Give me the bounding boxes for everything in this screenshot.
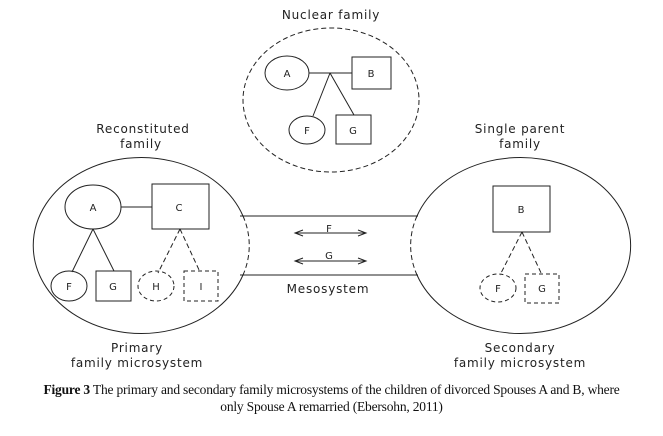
figure-label: Figure 3 <box>43 382 90 397</box>
primary-node-h-label: H <box>152 282 160 293</box>
secondary-node-f-label: F <box>495 284 501 295</box>
secondary-child-line-f <box>499 231 523 276</box>
secondary-node-b-label: B <box>518 205 525 216</box>
mesosystem-label: Mesosystem <box>287 282 370 296</box>
figure-caption: Figure 3 The primary and secondary famil… <box>0 381 663 415</box>
primary-microsystem-boundary <box>32 157 244 334</box>
primary-node-i <box>183 270 219 302</box>
primary-child-line-g <box>92 228 115 272</box>
secondary-title-line2: family <box>499 137 541 151</box>
primary-node-h <box>137 270 175 302</box>
primary-footer-line1: Primary <box>111 341 163 355</box>
primary-node-g <box>95 270 132 302</box>
primary-node-g-label: G <box>109 282 117 293</box>
primary-microsystem-permeable-edge <box>242 215 250 276</box>
secondary-node-f <box>479 273 517 303</box>
primary-node-c-label: C <box>176 203 183 214</box>
nuclear-node-f <box>288 115 326 145</box>
mesosystem-arrow-g <box>293 257 368 265</box>
mesosystem-arrow-g-label: G <box>325 251 333 262</box>
nuclear-node-f-label: F <box>304 126 310 137</box>
secondary-title-line1: Single parent <box>475 122 565 136</box>
primary-title-line1: Reconstituted <box>96 122 189 136</box>
secondary-node-g <box>524 273 560 304</box>
family-microsystems-diagram: Nuclear family A B F G F G Mesosystem Re… <box>32 8 632 370</box>
nuclear-child-line-g <box>329 72 355 116</box>
caption-line-1: Figure 3 The primary and secondary famil… <box>0 381 663 398</box>
nuclear-node-g <box>335 114 372 145</box>
primary-child-line-f <box>71 228 94 273</box>
caption-text-1: The primary and secondary family microsy… <box>89 382 620 397</box>
secondary-footer-line2: family microsystem <box>454 356 586 370</box>
nuclear-node-a-label: A <box>284 69 291 80</box>
nuclear-family-boundary <box>242 27 420 173</box>
secondary-footer-line1: Secondary <box>485 341 556 355</box>
primary-footer-line2: family microsystem <box>71 356 203 370</box>
secondary-microsystem-boundary <box>416 157 632 334</box>
primary-title-line2: family <box>120 137 162 151</box>
primary-node-i-label: I <box>200 282 203 293</box>
mesosystem-arrow-f-label: F <box>326 224 332 235</box>
primary-stepchild-line-i <box>179 228 201 273</box>
nuclear-node-b-label: B <box>368 69 375 80</box>
primary-node-f-label: F <box>66 282 72 293</box>
primary-node-f <box>50 270 88 302</box>
primary-stepchild-line-h <box>157 228 181 274</box>
mesosystem-arrow-f <box>293 229 368 237</box>
primary-node-a-label: A <box>90 203 97 214</box>
secondary-child-line-g <box>521 231 543 276</box>
caption-line-2: only Spouse A remarried (Ebersohn, 2011) <box>220 399 443 414</box>
nuclear-family-title: Nuclear family <box>282 8 380 22</box>
secondary-node-g-label: G <box>538 284 546 295</box>
secondary-microsystem-permeable-edge <box>410 215 418 276</box>
nuclear-child-line-f <box>312 72 331 117</box>
nuclear-node-g-label: G <box>349 126 357 137</box>
